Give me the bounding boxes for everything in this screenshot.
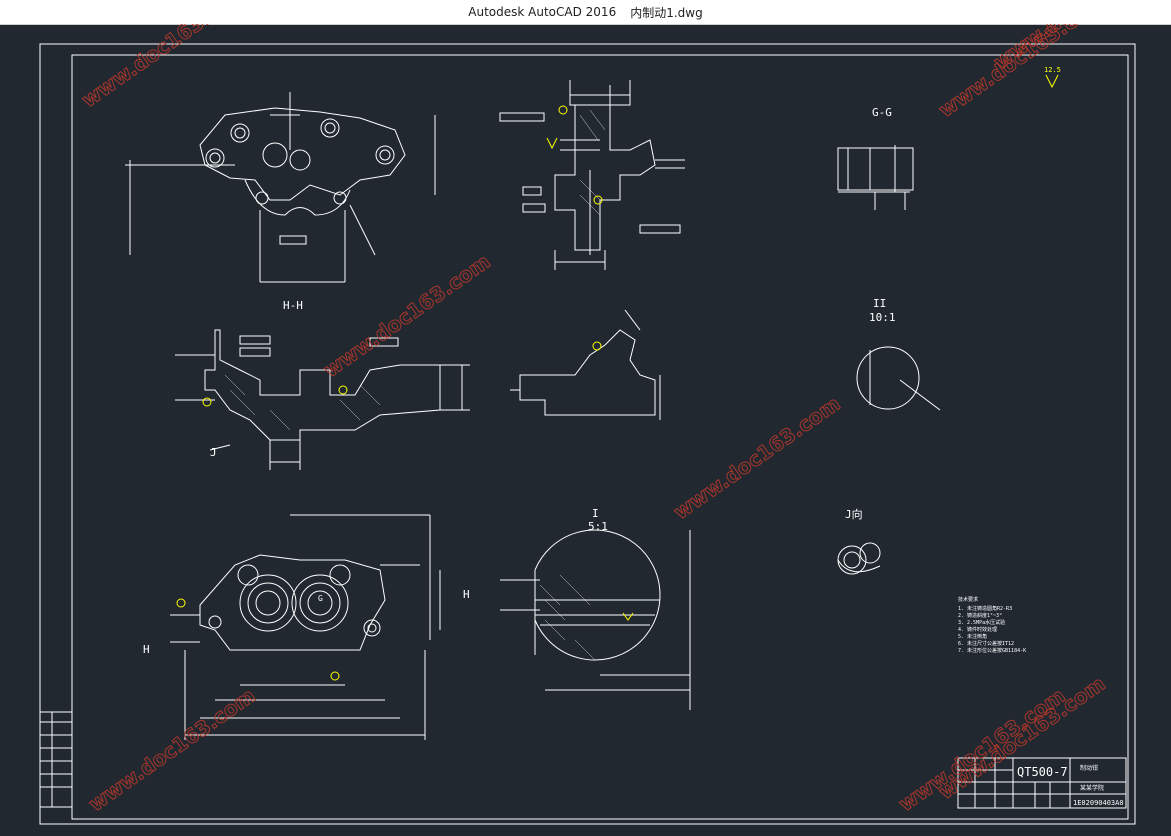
view-hh-section xyxy=(175,329,470,470)
svg-text:7. 未注形位公差按GB1184-K: 7. 未注形位公差按GB1184-K xyxy=(958,647,1026,654)
svg-text:3. 2.5MPa水压试验: 3. 2.5MPa水压试验 xyxy=(958,619,1005,626)
roughness-note: 12.5 xyxy=(1044,66,1061,74)
label-j-view: J向 xyxy=(845,507,863,521)
title-company: 某某学院 xyxy=(1080,784,1104,792)
window-title-bar: Autodesk AutoCAD 2016 内制动1.dwg xyxy=(0,0,1171,25)
watermark: www.doc163.com xyxy=(669,391,845,524)
watermark: www.doc163.com xyxy=(894,683,1070,816)
view-side-section xyxy=(499,80,685,270)
label-i-scale: 5:1 xyxy=(588,520,608,533)
label-i: I xyxy=(592,507,599,520)
file-name: 内制动1.dwg xyxy=(630,5,703,20)
svg-text:技术要求: 技术要求 xyxy=(958,596,978,603)
label-g-mark: G xyxy=(318,594,323,603)
view-plan xyxy=(170,514,441,740)
view-j-detail xyxy=(837,542,881,575)
label-j-arrow: J xyxy=(210,446,217,459)
label-gg: G-G xyxy=(872,106,892,119)
svg-text:6. 未注尺寸公差按IT12: 6. 未注尺寸公差按IT12 xyxy=(958,640,1014,647)
svg-text:2. 铸造斜度1°~3°: 2. 铸造斜度1°~3° xyxy=(958,612,1002,619)
side-stamp-table xyxy=(39,711,73,808)
view-i-detail xyxy=(500,529,691,710)
view-mid-detail xyxy=(510,309,661,420)
watermark: www.doc163.com xyxy=(77,24,253,112)
title-material: QT500-7 xyxy=(1017,765,1068,779)
label-hh: H-H xyxy=(283,299,303,312)
label-ii: II xyxy=(873,297,886,310)
annotation-symbols xyxy=(176,74,1059,681)
view-front-caliper xyxy=(125,92,436,283)
svg-text:1. 未注铸造圆角R2-R3: 1. 未注铸造圆角R2-R3 xyxy=(958,605,1012,612)
title-part-name: 制动钳 xyxy=(1080,764,1098,772)
label-h-arrow: H xyxy=(463,588,470,601)
svg-text:4. 铸件时效处理: 4. 铸件时效处理 xyxy=(958,626,997,633)
svg-text:5. 未注倒角: 5. 未注倒角 xyxy=(958,633,987,640)
tech-requirements: 技术要求 1. 未注铸造圆角R2-R3 2. 铸造斜度1°~3° 3. 2.5M… xyxy=(958,596,1026,654)
view-ii-detail xyxy=(856,346,941,411)
outer-border xyxy=(39,43,1136,825)
view-gg-section xyxy=(837,145,914,210)
inner-border xyxy=(71,54,1129,820)
title-drawing-no: 1E02090403A0 xyxy=(1073,799,1124,807)
label-h-arrow-2: H xyxy=(143,643,150,656)
label-ii-scale: 10:1 xyxy=(869,311,896,324)
title-block xyxy=(957,757,1127,809)
app-title: Autodesk AutoCAD 2016 xyxy=(468,5,617,19)
watermark: www.doc163.com xyxy=(84,683,260,816)
watermark-layer: www.doc163.com www.doc163.com www.doc163… xyxy=(77,0,1166,817)
